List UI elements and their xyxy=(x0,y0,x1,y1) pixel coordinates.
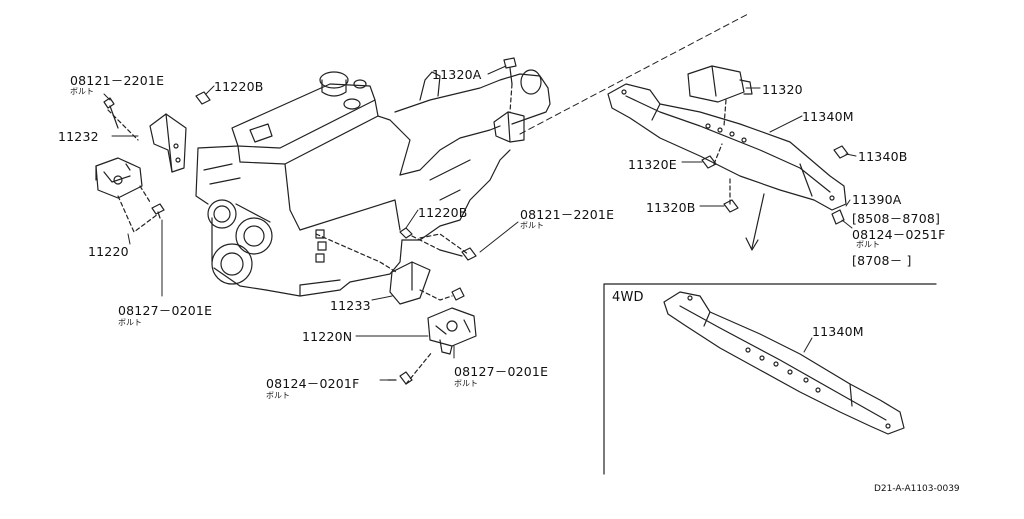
label-4wd-title: 4WD xyxy=(612,290,644,305)
center-mount-parts xyxy=(315,57,525,385)
4wd-box xyxy=(603,283,937,475)
label-bolt-sub-bc: ボルト xyxy=(266,391,290,400)
label-bolt-11390a: 11390A xyxy=(852,192,902,207)
label-bolt-sub-right: ボルト xyxy=(856,240,880,249)
dashed-leader-long xyxy=(519,13,749,135)
label-bracket-11233: 11233 xyxy=(330,298,371,313)
diagram-code: D21-A-A1103-0039 xyxy=(874,484,960,494)
label-nut-11320e: 11320E xyxy=(628,157,677,172)
label-bolt-sub-bl: ボルト xyxy=(118,318,142,327)
label-mount-11220n: 11220N xyxy=(302,329,353,344)
label-bolt-08127-left: 08127－0201E xyxy=(118,303,213,318)
label-4wd-member: 11340M xyxy=(812,324,864,339)
label-bolt-08127-center: 08127－0201E xyxy=(454,364,549,379)
label-bolt-08121-left: 08121－2201E xyxy=(70,73,165,88)
label-bolt-08121-mid: 08121－2201E xyxy=(520,207,615,222)
label-bolt-11320a: 11320A xyxy=(432,67,482,82)
label-nut-11320b: 11320B xyxy=(646,200,696,215)
label-bolt-sub-left: ボルト xyxy=(70,87,94,96)
label-bolt-08124: 08124－0201F xyxy=(266,376,360,391)
engine-assembly xyxy=(195,69,551,297)
label-range-8708: [8708－ ] xyxy=(852,253,912,268)
label-insulator-11320: 11320 xyxy=(762,82,803,97)
crossmember-parts xyxy=(607,65,849,251)
label-member-11340m: 11340M xyxy=(802,109,854,124)
label-bolt-sub-center: ボルト xyxy=(454,379,478,388)
label-bracket-11232: 11232 xyxy=(58,129,99,144)
label-mount-11220: 11220 xyxy=(88,244,129,259)
label-bolt-sub-mid: ボルト xyxy=(520,221,544,230)
label-nut-11220b-left: 11220B xyxy=(214,79,264,94)
label-bolt-08124-0251f: 08124－0251F xyxy=(852,227,946,242)
label-range-8508-8708: [8508－8708] xyxy=(852,211,941,226)
label-nut-11220b-mid: 11220B xyxy=(418,205,468,220)
left-mount-parts xyxy=(95,91,211,233)
leader-lines xyxy=(103,65,857,381)
label-nut-11340b: 11340B xyxy=(858,149,908,164)
